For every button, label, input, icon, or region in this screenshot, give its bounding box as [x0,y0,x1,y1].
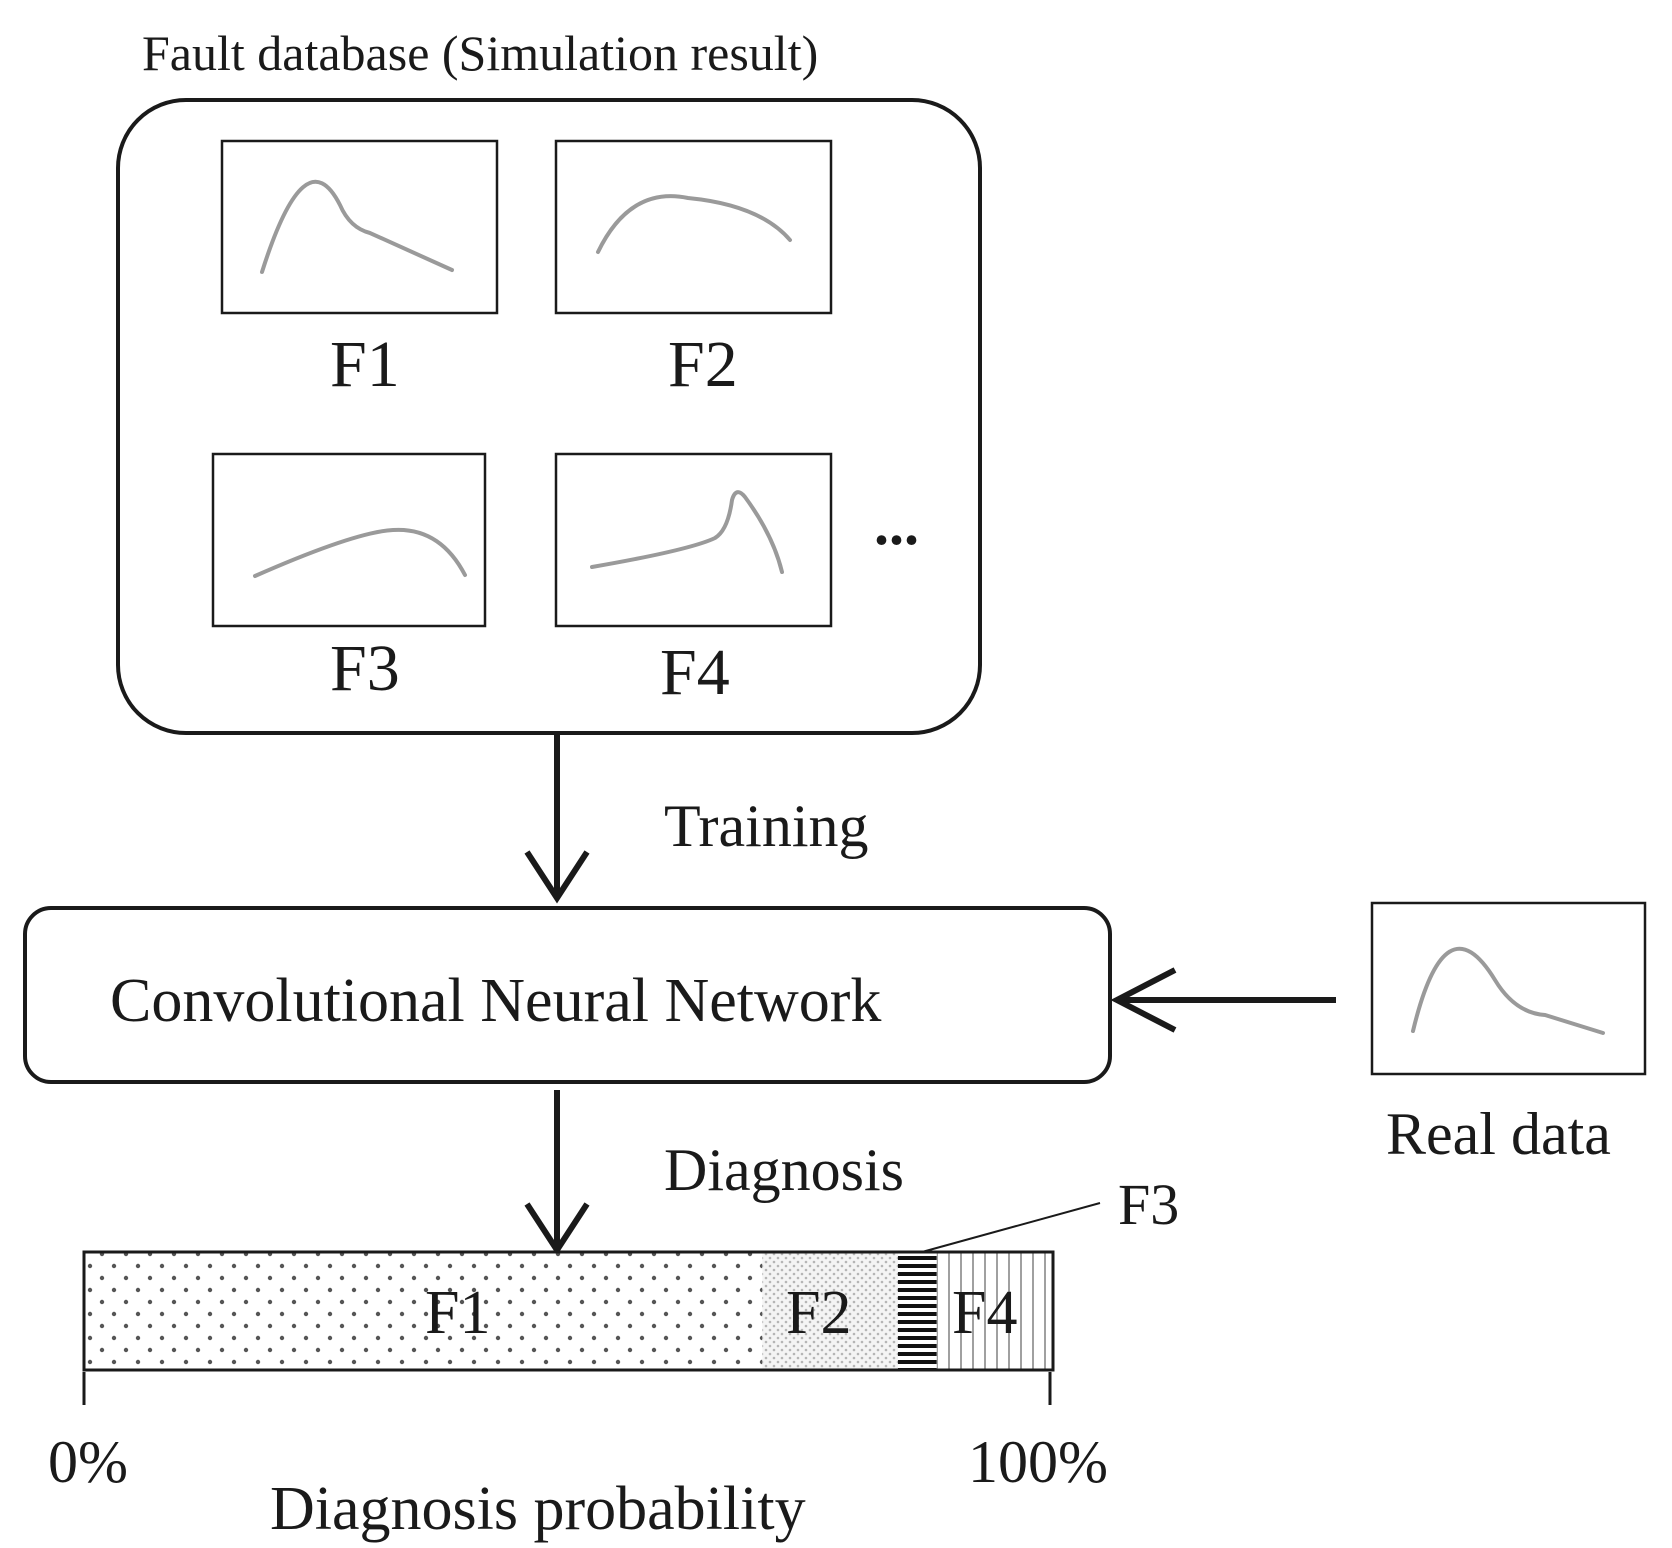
fault-thumbnail-f1 [220,139,499,315]
fault-label-f2: F2 [668,328,738,401]
axis-end-label: 100% [968,1429,1108,1495]
fault-database-box [116,98,982,735]
bar-outline [82,1250,1055,1372]
bar-segment-f3 [897,1252,937,1370]
fault-thumbnail-f3 [211,452,487,628]
real-data-thumbnail [1370,901,1647,1076]
more-faults-ellipsis: ... [874,491,919,557]
training-label: Training [664,793,869,859]
diagnosis-arrow [524,1090,590,1256]
axis-title: Diagnosis probability [270,1475,806,1543]
bar-segment-f4 [936,1252,1053,1370]
bar-callout-f3: F3 [1118,1172,1180,1237]
database-title: Fault database (Simulation result) [142,25,819,81]
f2-curve [596,194,792,254]
training-arrow [524,733,590,904]
diagnosis-label: Diagnosis [664,1137,904,1203]
fault-thumbnail-f4 [554,452,833,628]
f1-curve [260,179,454,274]
real-data-label: Real data [1386,1101,1611,1167]
fault-thumbnail-f2 [554,139,833,315]
f3-callout-line [921,1202,1101,1253]
bar-segment-f2 [762,1252,898,1370]
bar-label-f2: F2 [786,1279,852,1347]
probability-bar [82,1250,1055,1372]
bar-segment-f1 [84,1252,763,1370]
fault-label-f4: F4 [660,636,730,709]
real-data-arrow [1110,967,1336,1033]
real-data-curve [1411,946,1605,1035]
f3-curve [253,527,467,578]
axis-start-label: 0% [48,1429,128,1495]
cnn-label: Convolutional Neural Network [110,967,882,1035]
f4-curve [590,490,784,574]
bar-label-f1: F1 [425,1279,491,1347]
fault-label-f1: F1 [330,328,400,401]
fault-label-f3: F3 [330,632,400,705]
cnn-box [23,906,1112,1084]
bar-label-f4: F4 [952,1279,1018,1347]
